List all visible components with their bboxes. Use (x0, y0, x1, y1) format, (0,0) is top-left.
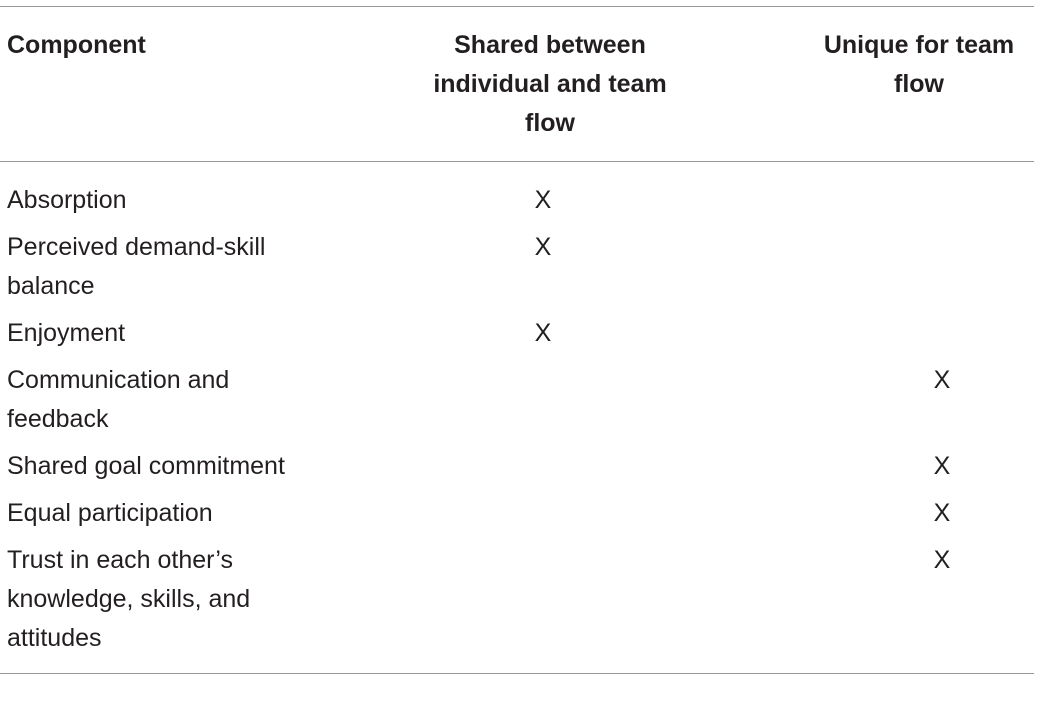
table-row: Communication and feedback X (0, 361, 1034, 447)
cell-shared (360, 447, 730, 494)
table-row: Perceived demand-skill balance X (0, 228, 1034, 314)
cell-unique: X (730, 361, 1034, 447)
table-row: Equal participation X (0, 494, 1034, 541)
unique-mark: X (933, 499, 951, 527)
table-row: Absorption X (0, 162, 1034, 229)
cell-shared: X (360, 162, 730, 229)
components-table-container: Component Shared between individual and … (0, 6, 1034, 674)
cell-shared (360, 361, 730, 447)
shared-mark: X (534, 233, 552, 261)
header-component-label: Component (7, 31, 146, 59)
cell-shared: X (360, 228, 730, 314)
components-table: Component Shared between individual and … (0, 6, 1034, 674)
cell-component: Perceived demand-skill balance (7, 233, 266, 300)
unique-mark: X (933, 366, 951, 394)
cell-unique (730, 162, 1034, 229)
shared-mark: X (534, 319, 552, 347)
cell-component: Enjoyment (7, 319, 126, 347)
table-row: Enjoyment X (0, 314, 1034, 361)
cell-shared (360, 541, 730, 674)
cell-component: Shared goal commitment (7, 452, 285, 480)
cell-unique (730, 314, 1034, 361)
cell-unique: X (730, 494, 1034, 541)
cell-component: Trust in each other’s knowledge, skills,… (7, 546, 251, 652)
header-shared: Shared between individual and team flow (360, 7, 730, 162)
table-row: Shared goal commitment X (0, 447, 1034, 494)
unique-mark: X (933, 546, 951, 574)
cell-unique: X (730, 541, 1034, 674)
unique-mark: X (933, 452, 951, 480)
header-unique: Unique for team flow (730, 7, 1034, 162)
shared-mark: X (534, 186, 552, 214)
cell-shared: X (360, 314, 730, 361)
cell-shared (360, 494, 730, 541)
header-unique-label: Unique for team flow (823, 31, 1015, 98)
cell-component: Communication and feedback (7, 366, 230, 433)
header-row: Component Shared between individual and … (0, 6, 1034, 162)
cell-unique (730, 228, 1034, 314)
header-shared-label: Shared between individual and team flow (433, 31, 667, 137)
cell-unique: X (730, 447, 1034, 494)
header-component: Component (0, 7, 360, 162)
cell-component: Equal participation (7, 499, 213, 527)
table-row: Trust in each other’s knowledge, skills,… (0, 541, 1034, 674)
cell-component: Absorption (7, 186, 127, 214)
